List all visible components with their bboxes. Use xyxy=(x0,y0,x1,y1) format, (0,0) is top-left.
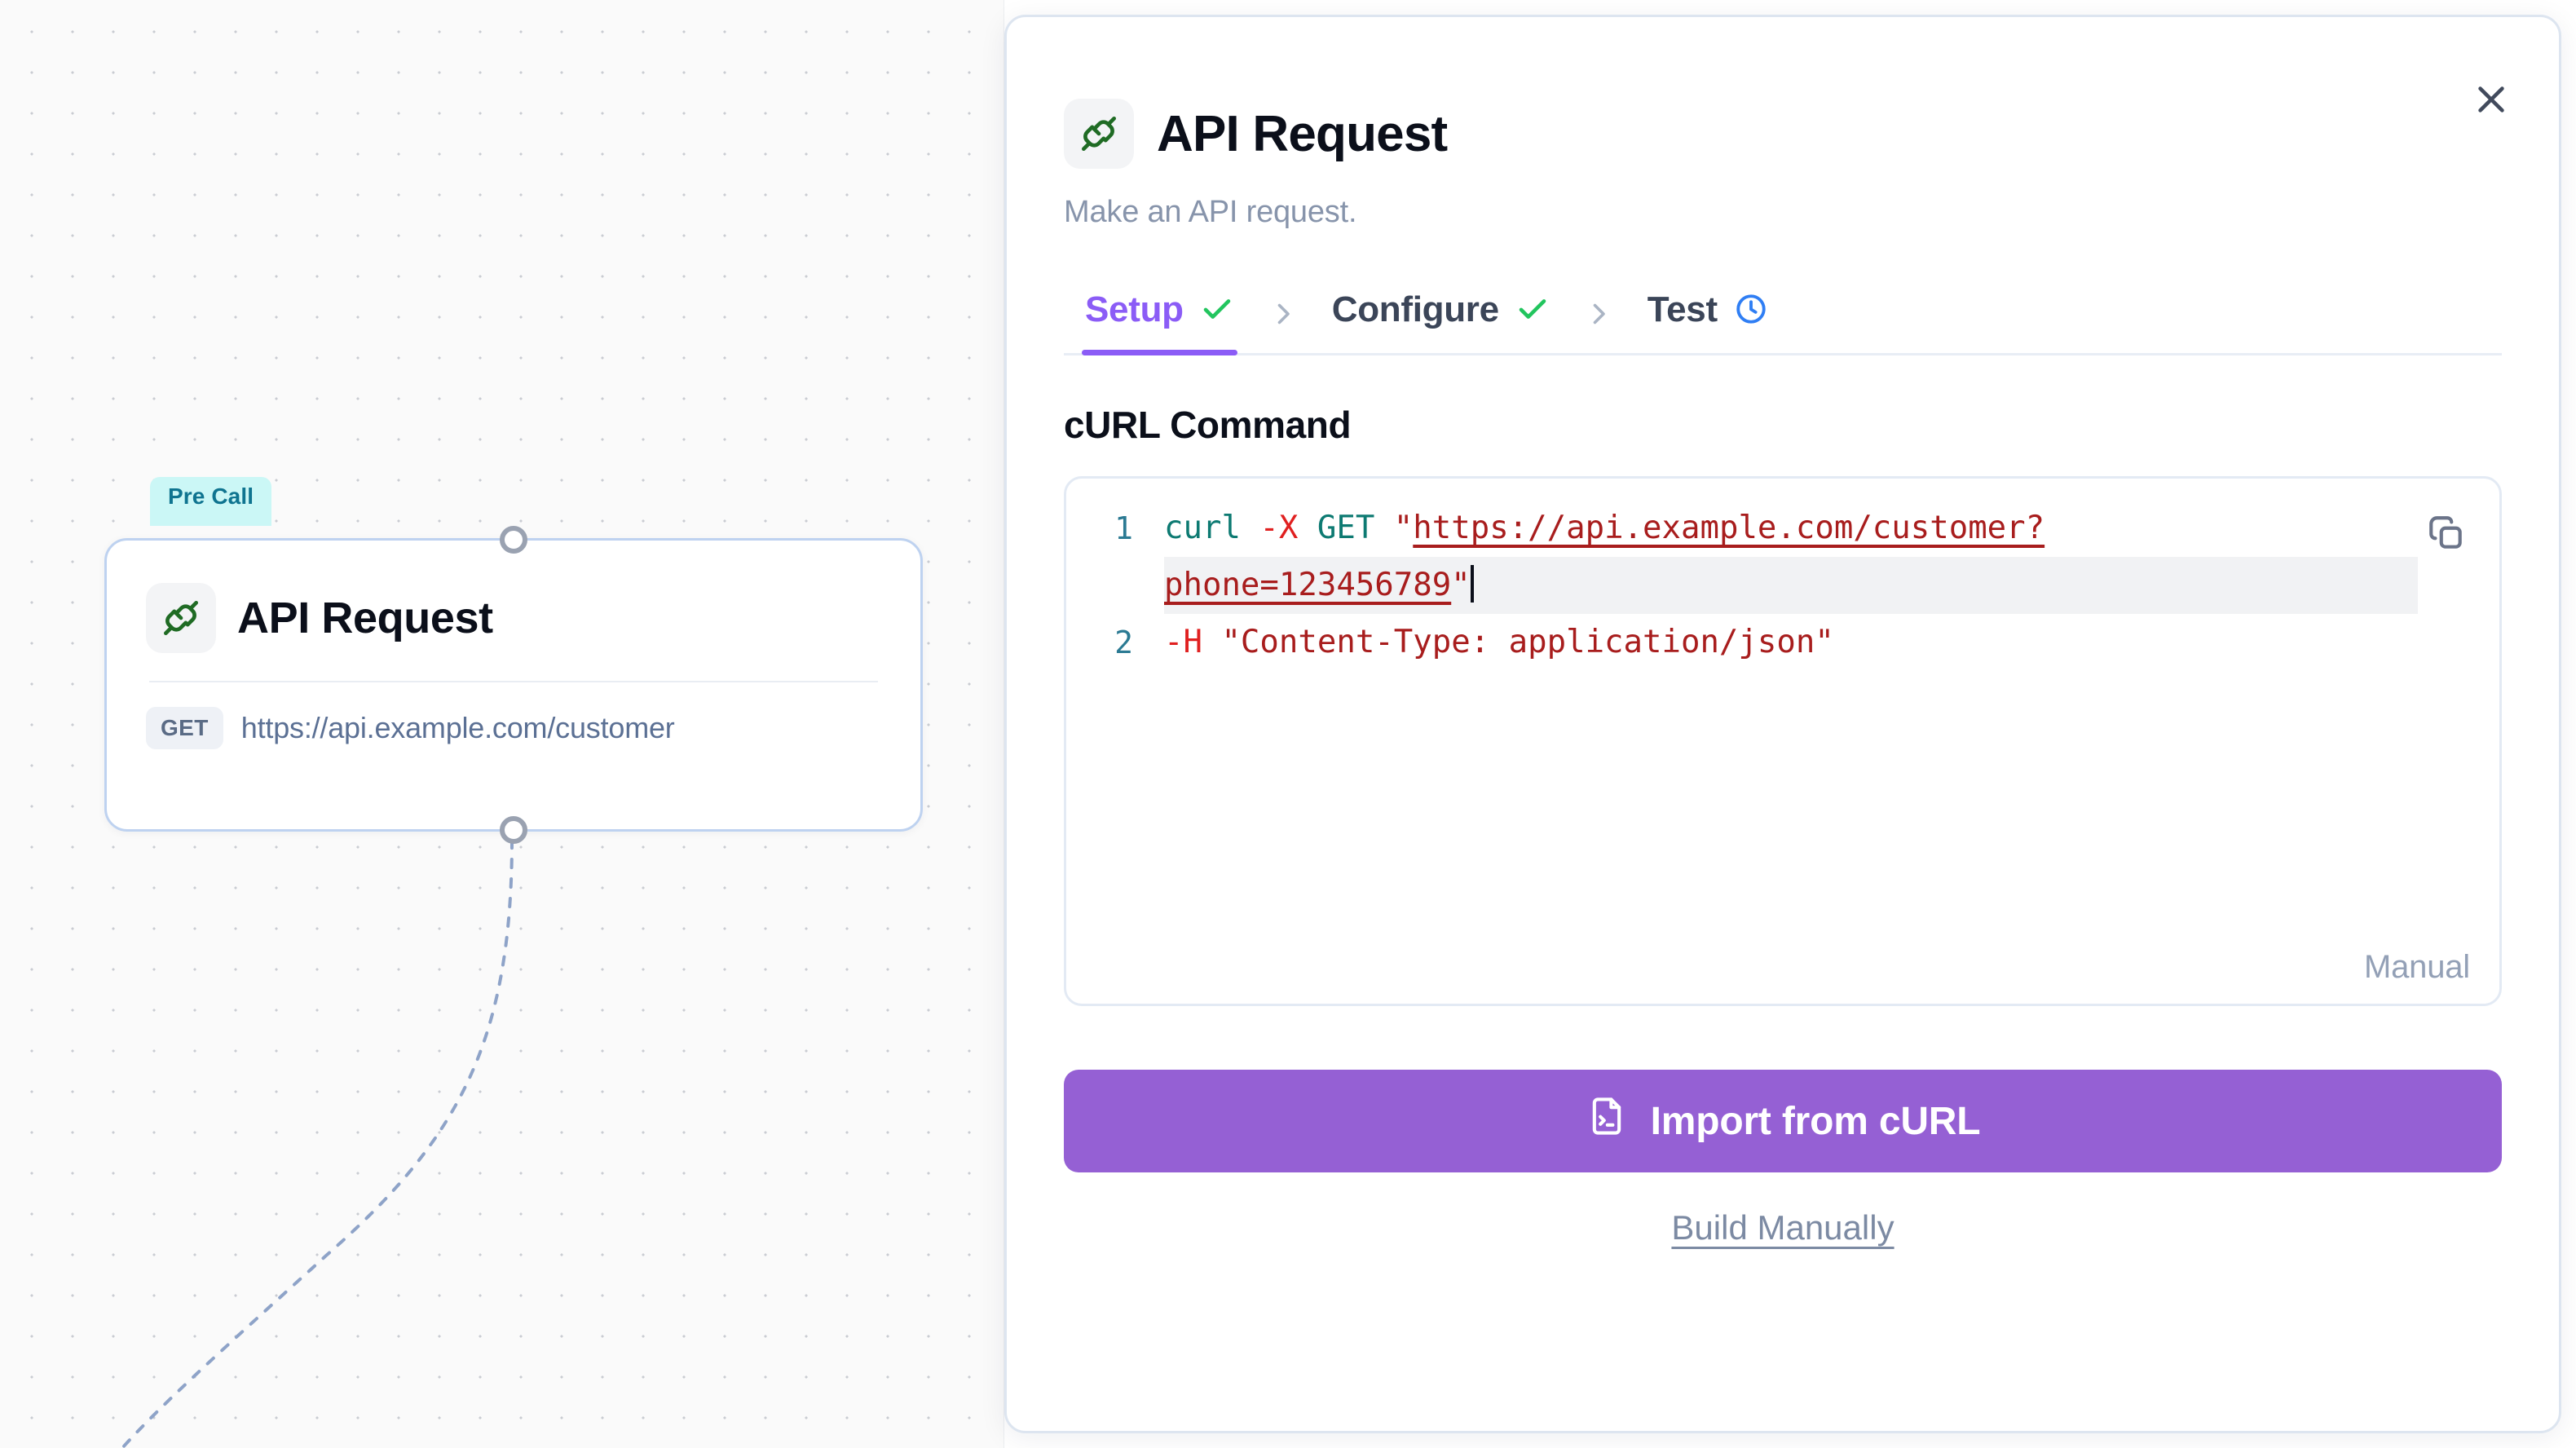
connection-edge xyxy=(121,838,514,1448)
node-card[interactable]: API Request GET https://api.example.com/… xyxy=(104,526,923,844)
import-from-curl-button[interactable]: Import from cURL xyxy=(1064,1070,2502,1172)
tab-configure[interactable]: Configure xyxy=(1311,289,1571,353)
text-caret xyxy=(1470,565,1474,603)
canvas-edge-layer xyxy=(121,838,514,1448)
code-wrapped-segment: phone=123456789" xyxy=(1164,557,2418,614)
node-header: API Request xyxy=(146,583,881,653)
node-title: API Request xyxy=(237,594,493,642)
build-manually-link[interactable]: Build Manually xyxy=(1671,1208,1895,1247)
chevron-right-icon xyxy=(1255,299,1311,353)
section-title: cURL Command xyxy=(1064,404,1352,446)
code-token-flag-x: -X xyxy=(1259,510,1299,546)
tab-configure-label: Configure xyxy=(1331,289,1499,329)
node-endpoint-url: https://api.example.com/customer xyxy=(240,711,675,744)
page-title: API Request xyxy=(1157,105,1448,162)
code-line-1: 1 curl -X GET "https://api.example.com/c… xyxy=(1066,500,2499,614)
plug-connector-icon xyxy=(146,583,216,653)
code-line-2: 2 -H "Content-Type: application/json" xyxy=(1066,614,2499,671)
close-icon[interactable] xyxy=(2464,73,2518,126)
code-token-curl: curl xyxy=(1164,510,1241,546)
editor-mode-label: Manual xyxy=(2364,949,2470,985)
node-handle-bottom[interactable] xyxy=(500,816,527,844)
node-stage-badge: Pre Call xyxy=(150,477,272,526)
code-token-get: GET xyxy=(1317,510,1375,546)
plug-connector-icon xyxy=(1064,99,1134,169)
code-token-quote-close: " xyxy=(1451,567,1471,603)
modal-subtitle: Make an API request. xyxy=(1064,195,1357,229)
node-handle-top[interactable] xyxy=(500,526,527,554)
node-divider xyxy=(149,681,878,682)
code-lines[interactable]: 1 curl -X GET "https://api.example.com/c… xyxy=(1066,500,2499,671)
workflow-canvas[interactable]: Pre Call API Request xyxy=(0,0,1004,1448)
code-token-header-string: "Content-Type: application/json" xyxy=(1221,624,1834,660)
curl-command-editor[interactable]: 1 curl -X GET "https://api.example.com/c… xyxy=(1064,476,2502,1006)
api-request-node[interactable]: Pre Call API Request xyxy=(104,477,923,844)
line-number: 1 xyxy=(1114,510,1133,546)
line-number: 2 xyxy=(1114,625,1133,660)
node-endpoint-row: GET https://api.example.com/customer xyxy=(146,707,881,749)
code-line-content: -H "Content-Type: application/json" xyxy=(1164,614,2499,671)
step-navigation: Setup Configure xyxy=(1064,267,2502,355)
code-token-quote-open: " xyxy=(1393,510,1414,546)
clock-icon xyxy=(1734,292,1768,329)
modal-header: API Request Make an API request. xyxy=(1064,17,2502,230)
code-token-url-part2: phone=123456789 xyxy=(1164,567,1452,603)
check-icon xyxy=(1200,292,1234,329)
copy-icon[interactable] xyxy=(2421,508,2472,558)
tab-setup[interactable]: Setup xyxy=(1064,289,1255,355)
code-token-url-part1: https://api.example.com/customer? xyxy=(1413,510,2045,546)
api-request-modal: API Request Make an API request. Setup xyxy=(1004,15,2561,1433)
tab-test-label: Test xyxy=(1647,289,1718,329)
chevron-right-icon xyxy=(1571,299,1626,353)
file-terminal-icon xyxy=(1586,1095,1628,1147)
tab-test[interactable]: Test xyxy=(1626,289,1789,353)
http-method-badge: GET xyxy=(146,707,223,749)
tab-setup-label: Setup xyxy=(1085,289,1184,329)
code-token-flag-h: -H xyxy=(1164,624,1202,660)
check-icon xyxy=(1515,292,1550,329)
import-from-curl-label: Import from cURL xyxy=(1650,1099,1981,1143)
modal-title-row: API Request xyxy=(1064,99,2502,169)
code-line-content: curl -X GET "https://api.example.com/cus… xyxy=(1164,500,2499,614)
